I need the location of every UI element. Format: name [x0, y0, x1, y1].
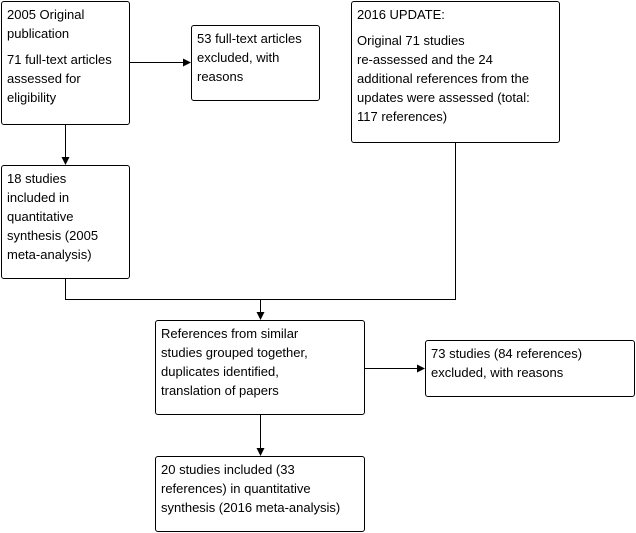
update-2016-body: Original 71 studies re-assessed and the …: [357, 33, 530, 124]
excluded-2005-box: 53 full-text articles excluded, with rea…: [191, 25, 320, 101]
included-2005-box: 18 studies included in quantitative synt…: [1, 165, 130, 279]
included-2016-body: 20 studies included (33 references) in q…: [161, 462, 341, 515]
excluded-2016-box: 73 studies (84 references) excluded, wit…: [425, 340, 635, 397]
update-2016-box: 2016 UPDATE: Original 71 studies re-asse…: [351, 1, 560, 143]
included-2016-box: 20 studies included (33 references) in q…: [155, 456, 365, 532]
update-2016-heading: 2016 UPDATE:: [357, 7, 445, 22]
original-publication-box: 2005 Original publication 71 full-text a…: [1, 1, 130, 125]
included-2005-body: 18 studies included in quantitative synt…: [7, 171, 99, 262]
grouping-body: References from similar studies grouped …: [161, 326, 308, 398]
grouping-box: References from similar studies grouped …: [155, 320, 365, 415]
original-publication-body: 71 full-text articles assessed for eligi…: [7, 52, 112, 105]
excluded-2005-body: 53 full-text articles excluded, with rea…: [197, 31, 302, 84]
original-publication-heading: 2005 Original publication: [7, 7, 85, 41]
excluded-2016-body: 73 studies (84 references) excluded, wit…: [431, 346, 583, 380]
